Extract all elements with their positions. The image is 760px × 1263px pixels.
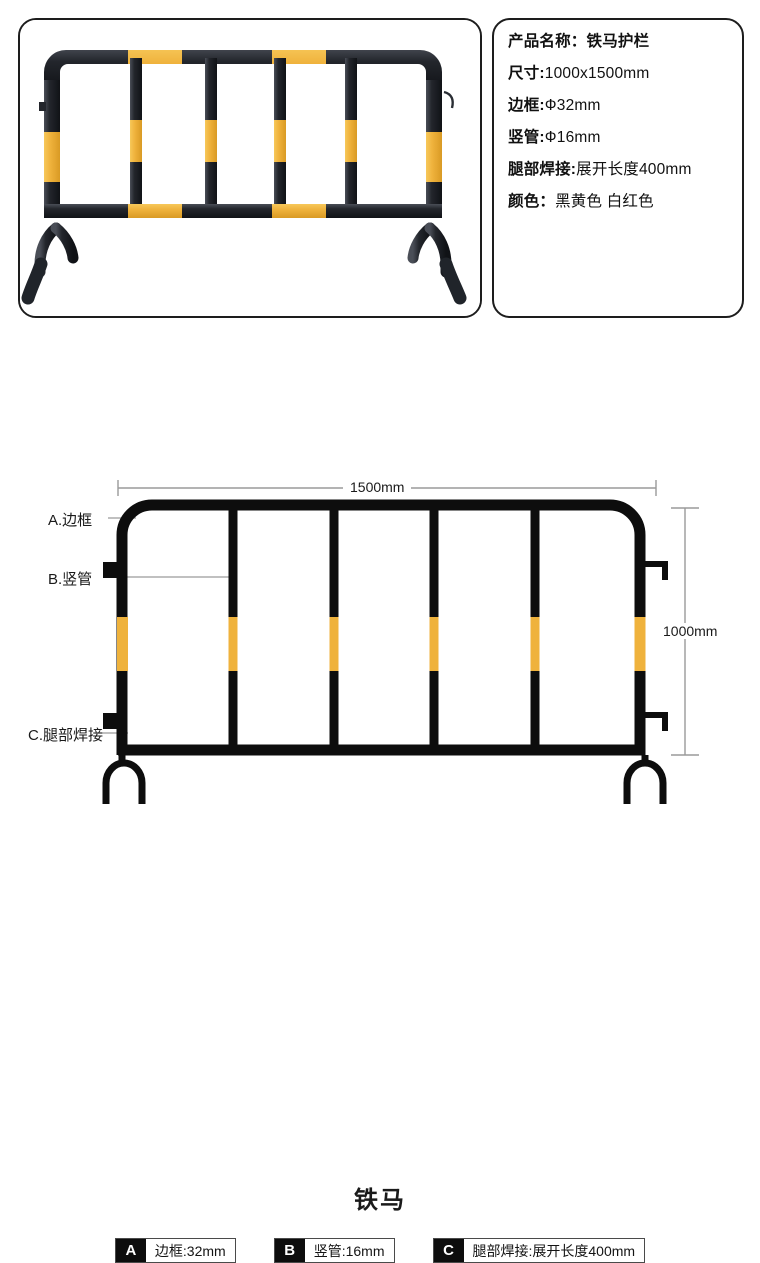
photo-left-foot-toe <box>21 257 48 305</box>
spec-value: 1000x1500mm <box>544 65 650 82</box>
spec-value: 展开长度400mm <box>576 161 692 178</box>
spec-row-product-name: 产品名称：铁马护栏 <box>508 34 742 50</box>
photo-vertical-bar <box>205 58 217 210</box>
left-connector-tabs <box>103 562 122 729</box>
spec-row-size: 尺寸:1000x1500mm <box>508 66 742 82</box>
legend-item-b: B 竖管:16mm <box>273 1238 395 1263</box>
spec-row-frame: 边框:Ф32mm <box>508 98 742 114</box>
band-bar-2 <box>329 617 339 671</box>
legend-bar: A 边框:32mm B 竖管:16mm C 腿部焊接:展开长度400mm <box>0 1238 760 1263</box>
spec-value: Ф16mm <box>544 129 601 146</box>
spec-key: 边框: <box>508 97 545 114</box>
part-label-c-leg-weld: C.腿部焊接 <box>28 727 104 744</box>
product-overview-section: 产品名称：铁马护栏 尺寸:1000x1500mm 边框:Ф32mm 竖管:Ф16… <box>0 0 760 340</box>
band-bar-1 <box>228 617 238 671</box>
barrier-feet <box>102 755 667 804</box>
legend-text-b: 竖管:16mm <box>313 1242 385 1259</box>
photo-vertical-bar <box>130 58 142 210</box>
photo-bottom-rail <box>44 204 442 218</box>
band-bar-4 <box>530 617 540 671</box>
legend-text-c: 腿部焊接:展开长度400mm <box>472 1242 636 1259</box>
spec-key: 腿部焊接: <box>508 161 577 178</box>
right-connector-hooks <box>645 561 668 731</box>
barrier-product-photo <box>20 20 480 316</box>
band-left-post <box>117 617 128 671</box>
left-foot-arch <box>102 759 146 804</box>
photo-left-tab <box>39 102 46 111</box>
connector-tab-lower <box>103 713 122 729</box>
photo-vertical-bar <box>274 58 286 210</box>
connector-hook-lower <box>645 712 668 731</box>
spec-value: 铁马护栏 <box>586 33 650 50</box>
product-photo-panel <box>18 18 482 318</box>
connector-hook-upper <box>645 561 668 580</box>
band-right-post <box>634 617 646 671</box>
legend-key-a: A <box>115 1239 146 1262</box>
spec-key: 竖管: <box>508 129 545 146</box>
photo-vertical-bar <box>345 58 357 210</box>
height-dimension-label: 1000mm <box>656 623 725 639</box>
photo-right-foot-toe <box>439 257 467 305</box>
legend-item-c: C 腿部焊接:展开长度400mm <box>432 1238 646 1263</box>
part-label-a-frame: A.边框 <box>48 512 93 529</box>
connector-tab-upper <box>103 562 122 578</box>
width-dimension-label: 1500mm <box>343 479 412 495</box>
spec-row-color: 颜色：黑黄色 白红色 <box>508 194 742 210</box>
spec-value: 黑黄色 白红色 <box>555 193 654 210</box>
spec-key: 颜色： <box>508 193 556 210</box>
band-bar-3 <box>429 617 439 671</box>
spec-row-leg-weld: 腿部焊接:展开长度400mm <box>508 162 742 178</box>
product-spec-panel: 产品名称：铁马护栏 尺寸:1000x1500mm 边框:Ф32mm 竖管:Ф16… <box>492 18 744 318</box>
reflective-bands <box>117 617 646 671</box>
right-foot-arch <box>623 759 667 804</box>
legend-key-c: C <box>433 1239 464 1262</box>
spec-key: 尺寸: <box>508 65 545 82</box>
photo-right-post <box>426 80 442 215</box>
spec-row-vertical-tube: 竖管:Ф16mm <box>508 130 742 146</box>
legend-item-a: A 边框:32mm <box>114 1238 236 1263</box>
spec-key: 产品名称： <box>508 33 587 50</box>
barrier-technical-drawing <box>0 400 760 899</box>
technical-drawing-section: 1500mm 1000mm A.边框 B.竖管 C.腿部焊接 铁马 A 边框:3… <box>0 400 760 1263</box>
photo-right-hook <box>443 90 454 109</box>
spec-value: Ф32mm <box>544 97 601 114</box>
part-label-b-vertical-tube: B.竖管 <box>48 571 93 588</box>
legend-text-a: 边框:32mm <box>154 1242 226 1259</box>
legend-key-b: B <box>274 1239 305 1262</box>
photo-left-post <box>44 80 60 215</box>
diagram-caption: 铁马 <box>354 1187 406 1214</box>
barrier-frame <box>116 499 646 756</box>
